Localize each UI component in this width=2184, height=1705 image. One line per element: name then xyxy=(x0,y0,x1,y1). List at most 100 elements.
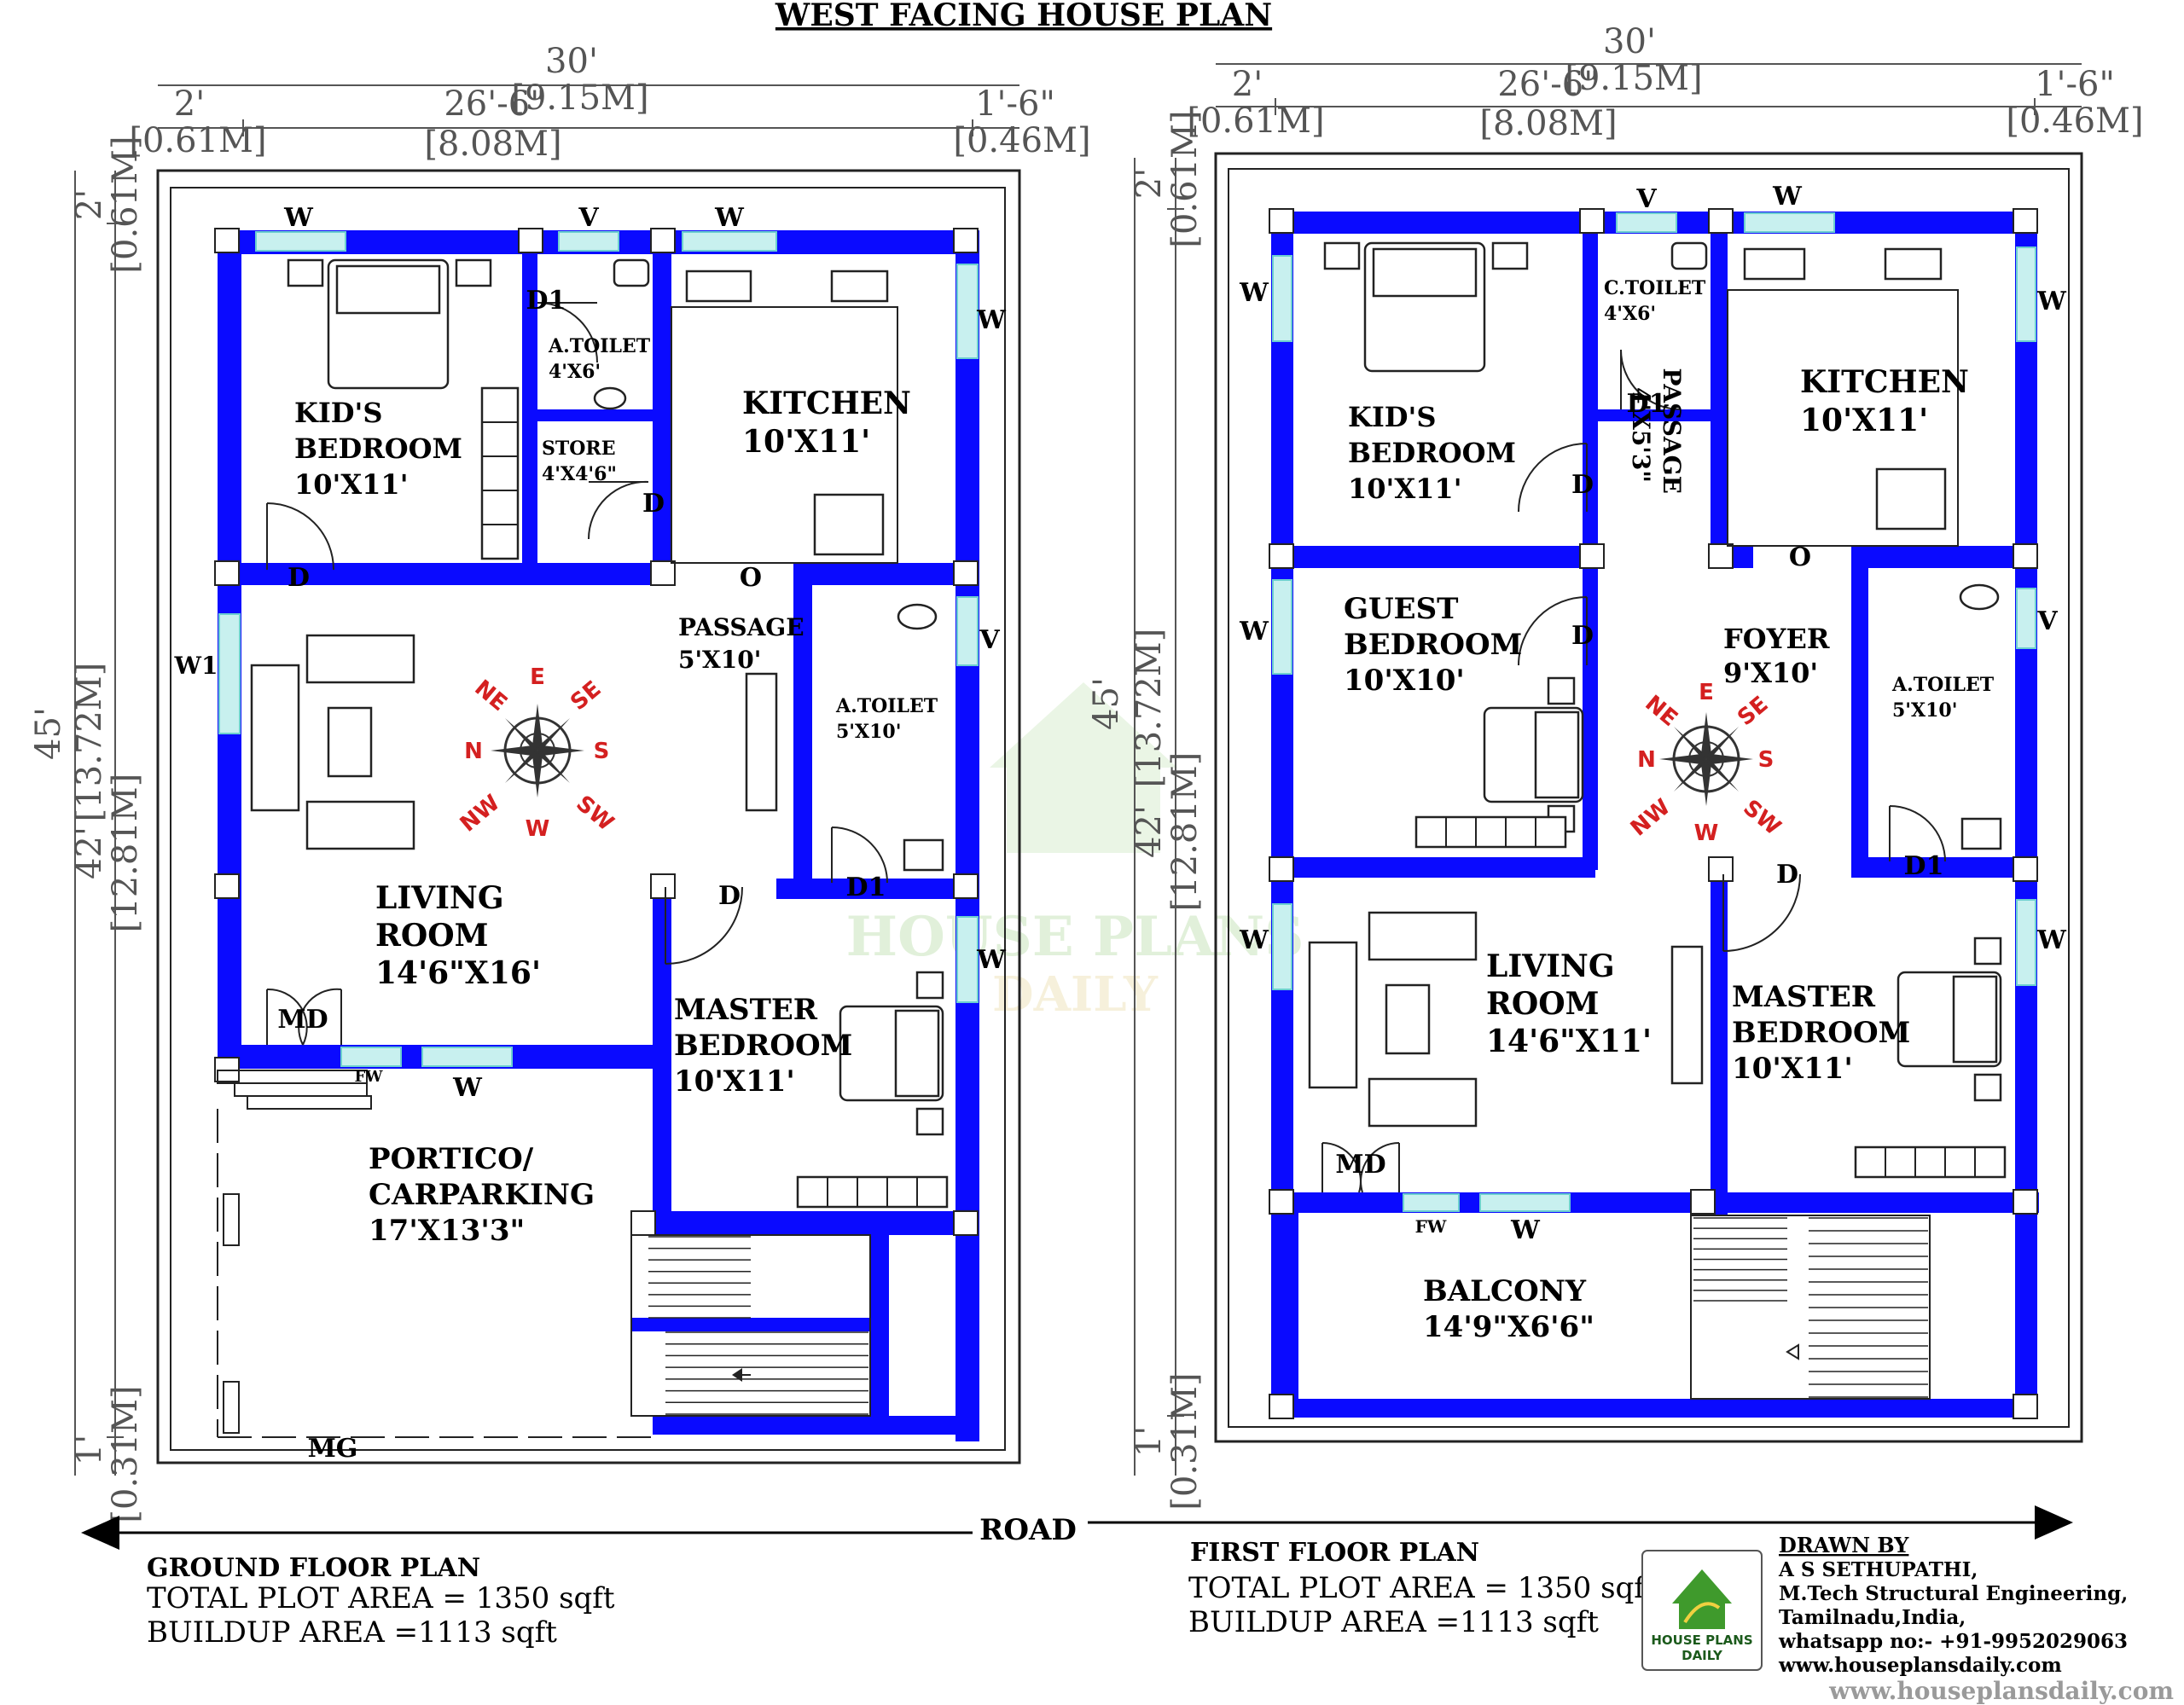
ground-dim-left-m: [0.61M] xyxy=(129,121,266,160)
company-logo: HOUSE PLANS DAILY xyxy=(1641,1550,1763,1671)
ground-room-labels: KID'S BEDROOM 10'X11' A.TOILET 4'X6' STO… xyxy=(294,335,944,1248)
ground-dim-right-ft: 1'-6" xyxy=(975,84,1055,124)
first-guest-bedroom-label: GUEST BEDROOM 10'X10' xyxy=(1344,592,1532,698)
ground-dim-total-ft: 30' xyxy=(545,42,598,81)
ground-floor-plan: 30' [9.15M] 2' [0.61M] 26'-6" [8.08M] 1'… xyxy=(29,42,1091,1650)
first-compass-e: E xyxy=(1699,680,1714,705)
ground-dim-side-mid-m: [12.81M] xyxy=(106,774,145,933)
ground-master-bedroom-label: MASTER BEDROOM 10'X11' xyxy=(674,993,863,1099)
first-foyer-label: FOYER 9'X10' xyxy=(1723,623,1839,689)
first-w-right-1: W xyxy=(2036,287,2067,316)
ground-dim-side-bot-ft: 1' xyxy=(70,1435,109,1465)
first-dim-total-ft: 30' xyxy=(1603,22,1656,61)
first-dim-mid-ft: 26'-6" xyxy=(1497,65,1599,104)
first-dim-left-ft: 2' xyxy=(1232,65,1263,104)
ground-dim-left-ft: 2' xyxy=(174,84,205,124)
first-d1-atoilet: D1 xyxy=(1904,851,1944,881)
ground-staircase xyxy=(630,1234,871,1417)
ground-compass-ne: NE xyxy=(469,676,512,716)
first-passage-label: PASSAGE 4'X5'3" xyxy=(1627,368,1686,494)
ground-dim-side-mid-ft: 42' xyxy=(70,826,109,879)
ground-side-dimensions: 45' [13.72M] 2' [0.61M] 42' [12.81M] 1' … xyxy=(29,136,145,1522)
watermark-line1: HOUSE PLANS xyxy=(846,905,1304,969)
first-w-left-3: W xyxy=(1239,925,1269,955)
ground-top-dimensions: 30' [9.15M] 2' [0.61M] 26'-6" [8.08M] 1'… xyxy=(129,42,1090,164)
ground-w-bottom: W xyxy=(452,1073,483,1103)
ground-dim-side-bot-m: [0.31M] xyxy=(106,1385,145,1522)
first-dim-mid-m: [8.08M] xyxy=(1479,104,1617,143)
ground-dim-total-m: [9.15M] xyxy=(511,78,648,118)
watermark-line2: DAILY xyxy=(992,966,1159,1023)
first-md: MD xyxy=(1335,1150,1385,1180)
first-dim-side-bot-ft: 1' xyxy=(1130,1426,1169,1457)
first-o-kitchen: O xyxy=(1789,542,1811,572)
first-dim-total-m: [9.15M] xyxy=(1565,59,1702,98)
first-coffee-table xyxy=(1385,983,1431,1055)
first-doors xyxy=(1321,349,1946,1193)
first-dim-side-mid-m: [12.81M] xyxy=(1165,752,1205,912)
first-dim-side-top-ft: 2' xyxy=(1130,168,1169,199)
first-compass-sw: SW xyxy=(1738,795,1786,840)
first-w-right-2: W xyxy=(2036,925,2067,955)
ground-living-room-label: LIVING ROOM 14'6"X16' xyxy=(375,880,541,991)
footer-url: www.houseplansdaily.com xyxy=(1828,1677,2174,1705)
ground-o-kitchen: O xyxy=(740,563,762,593)
ground-opening-labels: W V W W D1 D D O W1 V D1 D W MD FW W MG xyxy=(174,203,1008,1464)
ground-a-toilet-2-label: A.TOILET 5'X10' xyxy=(835,695,944,743)
ground-doors xyxy=(266,302,888,1046)
first-floor-plan: 30' [9.15M] 2' [0.61M] 26'-6" [8.08M] 1'… xyxy=(1087,22,2144,1639)
first-dim-side-top-m: [0.61M] xyxy=(1165,110,1205,247)
first-sofa-bottom xyxy=(1368,1077,1478,1128)
first-d-guest: D xyxy=(1571,621,1594,651)
first-caption-plot: TOTAL PLOT AREA = 1350 sqft xyxy=(1188,1571,1657,1605)
ground-dim-side-top-m: [0.61M] xyxy=(106,136,145,273)
ground-fw: FW xyxy=(355,1068,384,1086)
first-dim-side-bot-m: [0.31M] xyxy=(1165,1372,1205,1510)
first-c-toilet-label: C.TOILET 4'X6' xyxy=(1604,277,1712,325)
first-caption-heading: FIRST FLOOR PLAN xyxy=(1190,1538,1479,1568)
first-d-kid: D xyxy=(1571,470,1594,500)
first-dim-side-mid-ft: 42' xyxy=(1130,805,1169,858)
first-dim-side-total-ft: 45' xyxy=(1087,677,1126,730)
ground-w-right-1: W xyxy=(976,305,1007,335)
first-master-bedroom-label: MASTER BEDROOM 10'X11' xyxy=(1732,980,1920,1086)
ground-sofa-left xyxy=(250,664,300,812)
credits-site: www.houseplansdaily.com xyxy=(1778,1654,2062,1677)
first-w-left-1: W xyxy=(1239,278,1269,308)
road-label: ROAD xyxy=(979,1513,1077,1547)
house-logo-icon xyxy=(1672,1569,1732,1629)
ground-compass-e: E xyxy=(530,664,545,690)
ground-v-top: V xyxy=(578,203,599,233)
ground-dim-side-top-ft: 2' xyxy=(70,189,109,220)
credits-qual: M.Tech Structural Engineering, xyxy=(1779,1582,2128,1605)
first-caption: FIRST FLOOR PLAN TOTAL PLOT AREA = 1350 … xyxy=(1188,1538,1657,1639)
ground-d-store: D xyxy=(642,489,665,519)
first-windows xyxy=(1272,212,2036,1212)
ground-caption-heading: GROUND FLOOR PLAN xyxy=(147,1553,480,1583)
ground-portico-label: PORTICO/ CARPARKING 17'X13'3" xyxy=(369,1142,605,1248)
credits-phone: whatsapp no:- +91-9952029063 xyxy=(1778,1630,2128,1653)
first-columns xyxy=(1269,208,2038,1419)
ground-inner-boundary xyxy=(170,187,1006,1451)
ground-dim-mid-ft: 26'-6" xyxy=(444,84,545,124)
first-living-room-label: LIVING ROOM 14'6"X11' xyxy=(1486,948,1652,1059)
first-a-toilet-label: A.TOILET 5'X10' xyxy=(1891,674,2001,722)
first-dim-right-ft: 1'-6" xyxy=(2035,65,2115,104)
first-compass-nw: NW xyxy=(1626,794,1676,841)
page-title: WEST FACING HOUSE PLAN xyxy=(775,0,1272,33)
ground-dim-side-total-ft: 45' xyxy=(29,707,68,760)
ground-caption-plot: TOTAL PLOT AREA = 1350 sqft xyxy=(147,1581,615,1615)
logo-line2: DAILY xyxy=(1682,1648,1723,1663)
credits-heading: DRAWN BY xyxy=(1779,1533,1909,1557)
ground-md: MD xyxy=(277,1005,328,1035)
first-compass-ne: NE xyxy=(1640,691,1682,732)
ground-compass-s: S xyxy=(594,739,610,764)
ground-caption-built: BUILDUP AREA =1113 sqft xyxy=(147,1615,557,1650)
first-dim-side-total-m: [13.72M] xyxy=(1130,629,1169,788)
ground-store-label: STORE 4'X4'6" xyxy=(542,438,622,485)
ground-dim-right-m: [0.46M] xyxy=(953,121,1090,160)
ground-sofa-top xyxy=(305,634,415,684)
first-compass-se: SE xyxy=(1733,692,1773,731)
ground-kitchen-label: KITCHEN 10'X11' xyxy=(742,386,921,460)
